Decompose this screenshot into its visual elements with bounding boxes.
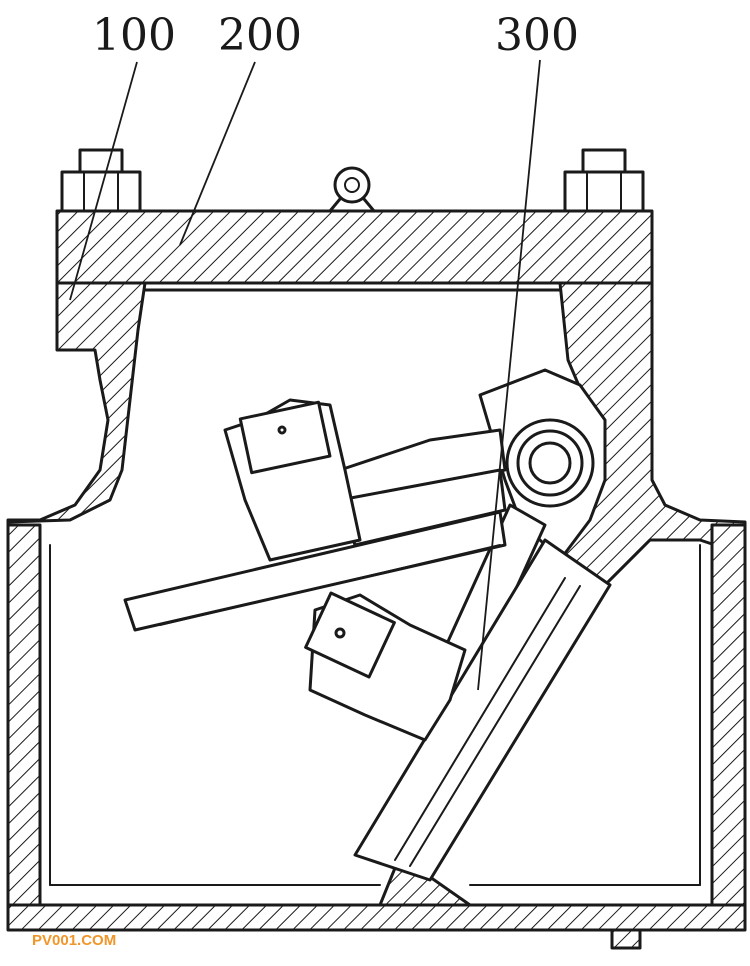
leader-300	[477, 59, 541, 691]
bolt-right	[563, 148, 645, 213]
label-part-100: 100	[92, 10, 176, 61]
disc-nut-open	[238, 400, 332, 475]
disc-nut-open-hole	[277, 425, 287, 435]
disc-nut-closed-hole	[334, 627, 346, 639]
watermark-text: PV001.COM	[32, 932, 116, 949]
leader-lines	[69, 59, 541, 691]
nut-right	[563, 170, 645, 213]
hinge-pin-mid	[516, 429, 584, 497]
hinge-pin-inner	[528, 441, 572, 485]
label-part-200: 200	[218, 10, 302, 61]
stud-left	[78, 148, 124, 174]
leader-200	[179, 61, 256, 246]
label-part-300: 300	[495, 10, 579, 61]
disc-plate-inner-line-2	[409, 585, 581, 867]
valve-body	[6, 281, 747, 950]
lifting-eye-inner	[344, 177, 360, 193]
disc-nut-closed	[304, 591, 396, 679]
disc-plate-open	[123, 510, 507, 632]
lifting-eye-leg-right	[362, 197, 376, 213]
disc-plate-open-edge	[159, 544, 501, 626]
valve-body-bottom-wall	[6, 903, 747, 932]
valve-body-left-end	[6, 523, 42, 907]
bonnet-plate	[55, 209, 654, 285]
bonnet-cover	[55, 166, 654, 292]
lifting-eye-leg-left	[328, 197, 342, 213]
valve-body-left-wall	[6, 281, 147, 547]
disc-plate-closed	[353, 538, 612, 882]
disc-plate-inner-line-1	[394, 577, 566, 861]
leader-100	[69, 61, 138, 301]
hinge-pin-outer	[505, 418, 595, 508]
lifting-eye-outer	[333, 166, 371, 204]
disc-assembly	[123, 368, 612, 882]
valve-body-right-end	[710, 523, 747, 907]
drain-boss	[610, 928, 642, 950]
stud-right	[581, 148, 627, 174]
bolt-left	[60, 148, 142, 213]
